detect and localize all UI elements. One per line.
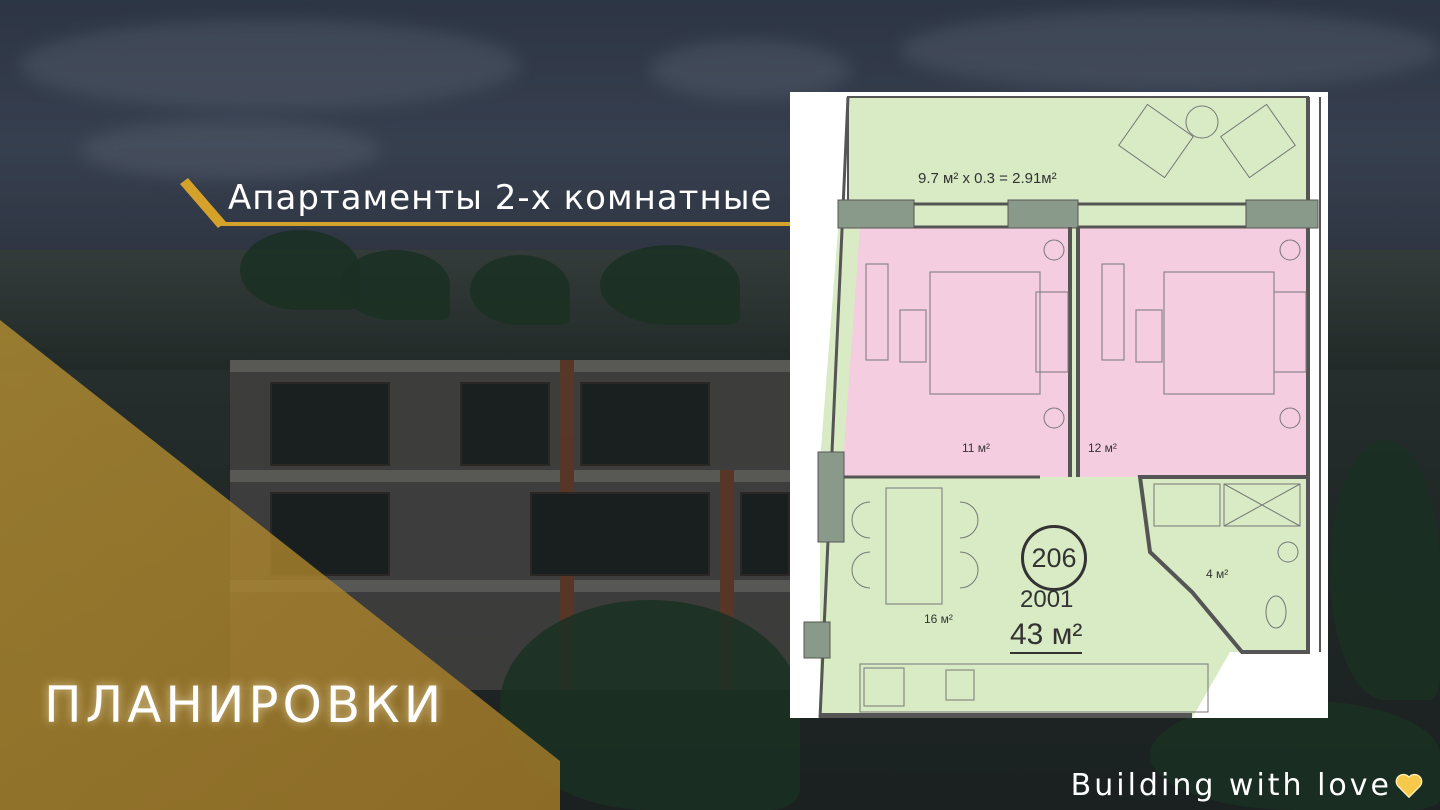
section-heading: ПЛАНИРОВКИ xyxy=(44,676,446,734)
balcony-area-label: 9.7 м² x 0.3 = 2.91м² xyxy=(918,170,1057,187)
total-area: 43 м² xyxy=(1010,618,1083,654)
bathroom-area-label: 4 м² xyxy=(1206,567,1229,581)
section-title: Апартаменты 2-х комнатные xyxy=(180,178,792,230)
footer-tagline: Building with love xyxy=(1071,768,1424,803)
title-underline xyxy=(218,222,792,226)
tagline-text: Building with love xyxy=(1070,768,1392,803)
unit-badge: 206 xyxy=(1021,525,1087,591)
living-area-label: 16 м² xyxy=(924,612,953,626)
bedroom-2-area-label: 12 м² xyxy=(1088,441,1117,455)
bedroom-1-area-label: 11 м² xyxy=(962,441,991,455)
title-slash-decoration xyxy=(180,178,226,228)
floor-plan: 9.7 м² x 0.3 = 2.91м² 11 м² 12 м² 4 м² 1… xyxy=(790,92,1328,718)
page-title: Апартаменты 2-х комнатные xyxy=(228,178,773,218)
floor-plan-drawing xyxy=(803,96,1321,718)
heart-icon xyxy=(1395,773,1423,798)
apartment-number: 2001 xyxy=(1020,586,1074,613)
building-render xyxy=(230,360,790,690)
